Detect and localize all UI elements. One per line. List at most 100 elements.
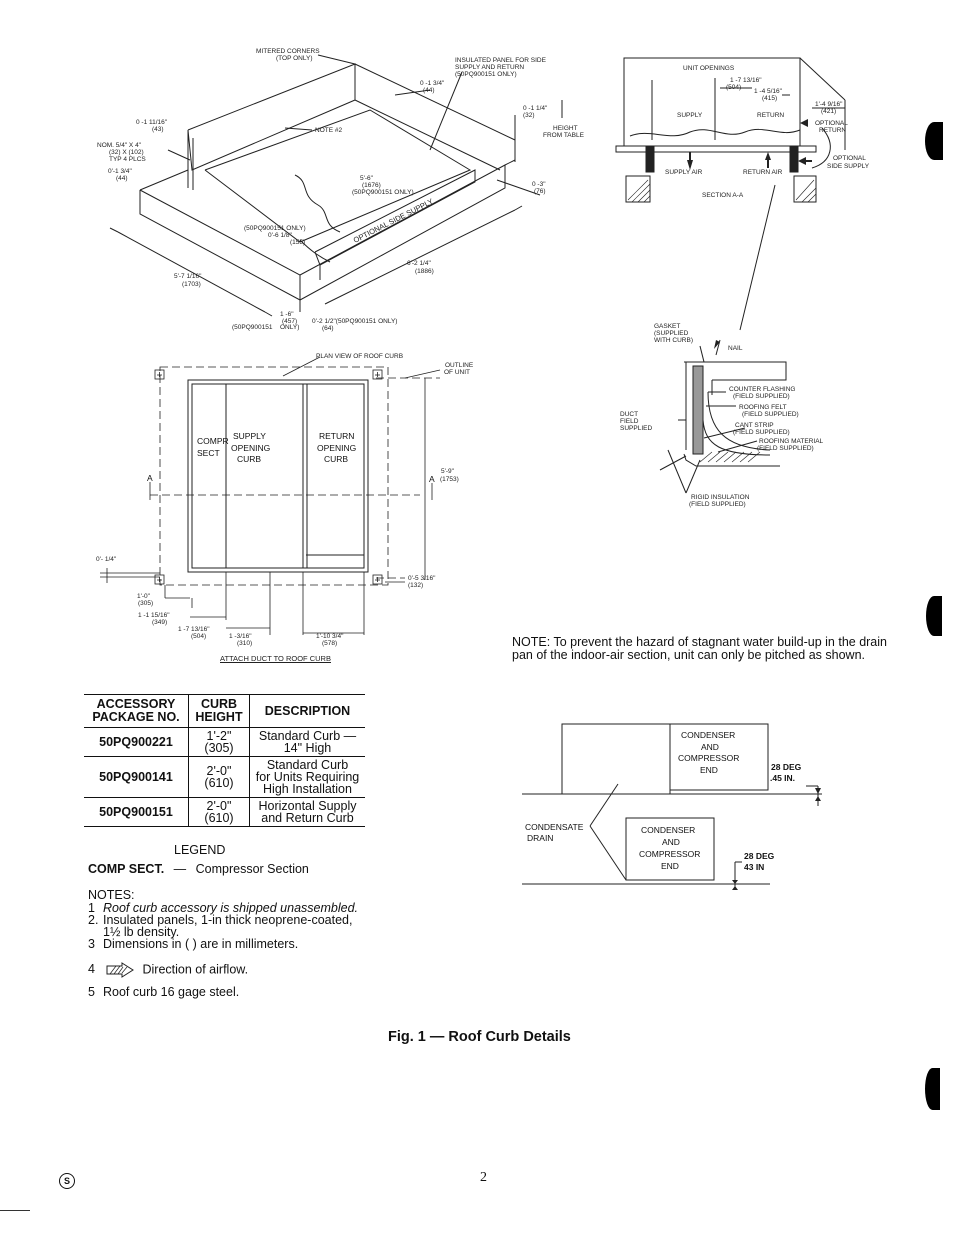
note-number: 4	[88, 962, 95, 977]
airflow-arrow-icon	[106, 962, 135, 978]
pitch-note: NOTE: To prevent the hazard of stagnant …	[512, 635, 887, 662]
height-cell: 2'-0" (610)	[188, 756, 250, 798]
counter-flashing-label: COUNTER FLASHING	[729, 386, 796, 393]
note-text: Dimensions in ( ) are in millimeters.	[103, 937, 299, 951]
dim-label: 5'-9"	[441, 468, 454, 475]
plan-view-title: PLAN VIEW OF ROOF CURB	[316, 353, 404, 360]
dim-label: (43)	[152, 126, 164, 133]
dim-label: 1 -3/16"	[229, 633, 252, 640]
duct-label-3: SUPPLIED	[620, 425, 653, 432]
dim-label: 0'-6 1/8"	[268, 232, 292, 239]
dim-label: (504)	[726, 84, 742, 91]
supply-air-label: SUPPLY AIR	[665, 169, 703, 176]
outline-of-unit-label-2: OF UNIT	[444, 369, 470, 376]
height-mm-value: (305)	[204, 741, 234, 755]
description-line: Horizontal Supply	[258, 799, 357, 813]
description-cell: Horizontal Supply and Return Curb	[249, 797, 365, 827]
cant-strip-label: CANT STRIP	[735, 422, 774, 429]
counter-flashing-label-2: (FIELD SUPPLIED)	[733, 393, 790, 400]
header-curb-height: CURB HEIGHT	[188, 694, 250, 728]
binding-mark	[926, 596, 942, 636]
notes-title: NOTES:	[88, 888, 135, 902]
height-mm-value: (610)	[204, 811, 234, 825]
dim-label: (421)	[821, 108, 837, 115]
package-cell: 50PQ900221	[84, 727, 189, 757]
header-description: DESCRIPTION	[249, 694, 365, 728]
roofing-felt-label: ROOFING FELT	[739, 404, 787, 411]
condensate-label: CONDENSATE	[525, 822, 584, 832]
optional-side-supply-label: OPTIONAL	[833, 155, 866, 162]
gasket-label-3: WITH CURB)	[654, 337, 693, 344]
description-line: Standard Curb	[266, 758, 349, 772]
duct-label: DUCT	[620, 411, 639, 418]
dim-label: (578)	[322, 640, 338, 647]
compressor-top-label: COMPRESSOR	[678, 753, 740, 763]
dim-label: 0'-2 1/2"(50PQ900151 ONLY)	[312, 318, 398, 325]
dim-label: 1 -6"	[280, 311, 294, 318]
only-151-label: (50PQ900151 ONLY)	[352, 189, 414, 196]
rigid-insulation-label: RIGID INSULATION	[691, 494, 750, 501]
deg-bottom-label: 28 DEG	[744, 851, 775, 861]
description-cell: Standard Curb for Units Requiring High I…	[249, 756, 365, 798]
nail-label: NAIL	[728, 345, 743, 352]
section-aa-title: SECTION A-A	[702, 192, 744, 199]
supply-opening-label: SUPPLY	[677, 112, 703, 119]
dim-label: (155)	[290, 239, 306, 246]
dim-label: (1676)	[362, 182, 381, 189]
roofing-material-label-2: (FIELD SUPPLIED)	[757, 445, 814, 452]
section-a-left-marker: A	[147, 473, 153, 483]
dim-label: 0 -1 3/4"	[420, 80, 445, 87]
table-row: 50PQ900221 1'-2" (305) Standard Curb — 1…	[84, 727, 365, 757]
supply-curb-label-2: OPENING	[231, 443, 271, 453]
height-value: 2'-0"	[206, 764, 232, 778]
page-number: 2	[480, 1170, 487, 1185]
note-number: 1	[88, 901, 95, 915]
attach-duct-label: ATTACH DUCT TO ROOF CURB	[220, 654, 331, 663]
header-package-line2: PACKAGE NO.	[92, 710, 180, 724]
dim-label: (1886)	[415, 268, 434, 275]
dim-label: (305)	[138, 600, 154, 607]
roofing-material-label: ROOFING MATERIAL	[759, 438, 824, 445]
insulated-panel-label: INSULATED PANEL FOR SIDE	[455, 57, 546, 64]
binding-mark	[925, 122, 943, 160]
mitered-corners-sub: (TOP ONLY)	[276, 55, 313, 62]
dim-label: 0'-5 3/16"	[408, 575, 436, 582]
header-package-line1: ACCESSORY	[96, 697, 176, 711]
dim-label: 1 -1 15/16"	[138, 612, 170, 619]
description-line: High Installation	[263, 782, 352, 796]
dim-label: 0 -1 11/16"	[136, 119, 168, 126]
description-cell: Standard Curb — 14" High	[249, 727, 365, 757]
duct-label-2: FIELD	[620, 418, 639, 425]
compressor-bottom-label: COMPRESSOR	[639, 849, 701, 859]
gasket-label: GASKET	[654, 323, 681, 330]
height-value: 2'-0"	[206, 799, 232, 813]
deg-top-label: 28 DEG	[771, 762, 802, 772]
note-2-cont: 1½ lb density.	[103, 925, 180, 939]
description-line: 14" High	[283, 741, 332, 755]
cant-strip-label-2: (FIELD SUPPLIED)	[733, 429, 790, 436]
end-bottom-label: END	[661, 861, 679, 871]
dim-label: (349)	[152, 619, 168, 626]
package-cell: 50PQ900141	[84, 756, 189, 798]
dim-label: 0 -1 1/4"	[523, 105, 548, 112]
note-number: 5	[88, 985, 95, 999]
dim-label: (415)	[762, 95, 778, 102]
dim-label: (64)	[322, 325, 334, 332]
note-4: 4 Direction of airflow.	[88, 962, 388, 978]
legend-definition: Compressor Section	[195, 862, 309, 876]
return-curb-label: RETURN	[319, 431, 355, 441]
dim-label: (32)	[523, 112, 535, 119]
legend-title: LEGEND	[174, 843, 226, 857]
note-text: Roof curb accessory is shipped unassembl…	[103, 901, 358, 915]
supply-curb-label: SUPPLY	[233, 431, 266, 441]
only-151-label: (50PQ900151 ONLY)	[244, 225, 306, 232]
insulated-panel-label-2: SUPPLY AND RETURN	[455, 64, 525, 71]
description-line: Standard Curb —	[258, 729, 357, 743]
nominal-size-label-2: (32) X (102)	[109, 149, 144, 156]
nominal-size-label-3: TYP 4 PLCS	[109, 156, 146, 163]
compr-sect-label-2: SECT	[197, 448, 220, 458]
dim-label: 5'-7 1/16"	[174, 273, 202, 280]
dim-label: 1'-4 9/16"	[815, 101, 843, 108]
note-2-label: NOTE #2	[315, 127, 343, 134]
